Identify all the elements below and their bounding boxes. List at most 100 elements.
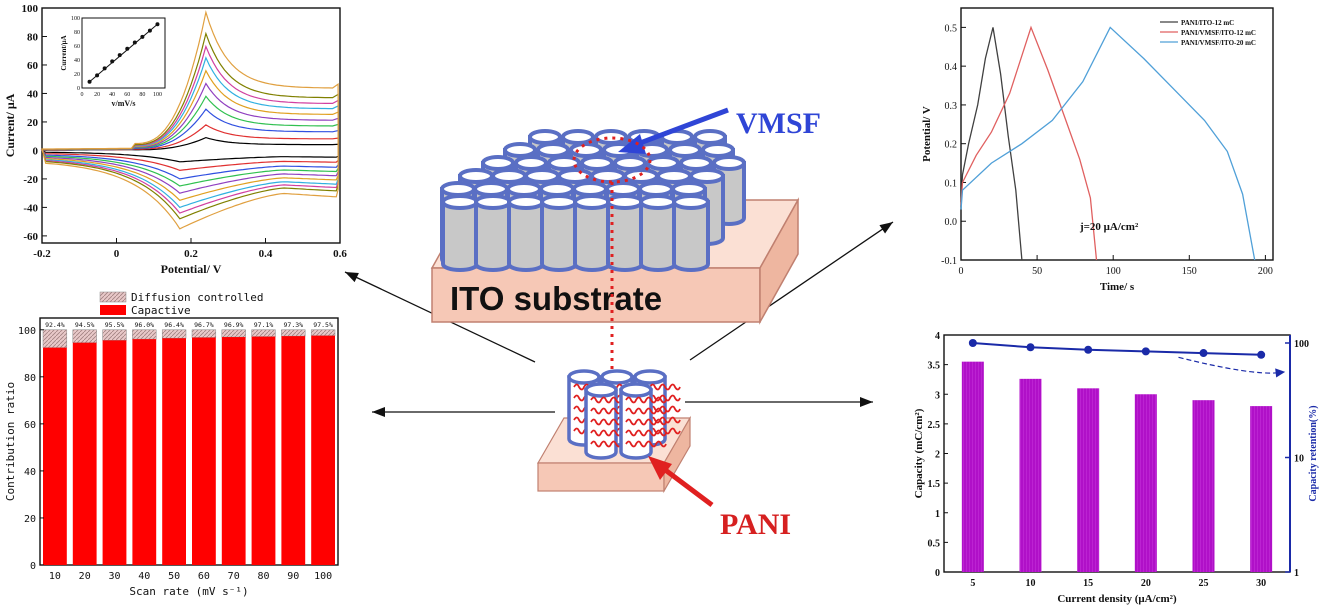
gcd-ytick-label: 0.5 xyxy=(945,23,958,34)
contrib-bar-capactive xyxy=(192,337,216,565)
gcd-xtick-label: 100 xyxy=(1106,266,1121,277)
gcd-ytick-label: 0.2 xyxy=(945,140,958,151)
cap-ytick-label: 4 xyxy=(935,331,940,342)
cap-xtick-label: 15 xyxy=(1083,578,1093,589)
contribution-chart: 92.4%1094.5%2095.5%3096.0%4096.4%5096.7%… xyxy=(4,291,339,598)
cv-ytick-label: -40 xyxy=(23,202,38,214)
cap-xlabel: Current density (μA/cm²) xyxy=(1057,593,1177,605)
substrate-side-face xyxy=(759,197,799,325)
inset-ytick-label: 80 xyxy=(74,30,80,36)
cap-bar xyxy=(1134,394,1157,572)
pani-strand xyxy=(625,418,667,426)
nanochannel-top xyxy=(441,194,479,210)
gcd-xtick-label: 150 xyxy=(1182,266,1197,277)
nanochannel-body xyxy=(507,200,545,272)
center-schematic: ITO substrate VMSF PANI xyxy=(430,107,821,541)
pani-channel-top xyxy=(619,382,653,398)
cv-xtick-label: 0.2 xyxy=(184,248,198,260)
nanochannel-top xyxy=(507,194,545,210)
contrib-ylabel: Contribution ratio xyxy=(4,382,17,501)
contrib-bar-capactive xyxy=(43,347,67,565)
inset-ylabel: Current/μA xyxy=(60,35,68,70)
cv-xtick-label: -0.2 xyxy=(33,248,51,260)
contrib-xtick-label: 50 xyxy=(168,571,180,582)
inset-ytick-label: 20 xyxy=(74,72,80,78)
pani-channel-top xyxy=(600,369,634,385)
nanochannel-top xyxy=(539,181,575,197)
nanochannel-top xyxy=(440,181,476,197)
contrib-data-label: 94.5% xyxy=(75,321,95,329)
cv-xtick-label: 0.6 xyxy=(333,248,347,260)
legend-swatch-diffusion xyxy=(99,291,127,303)
nanochannel-top xyxy=(573,194,611,210)
contrib-xtick-label: 70 xyxy=(228,571,240,582)
arrow-to-cv-head xyxy=(345,272,359,283)
nanochannel-top xyxy=(594,129,628,145)
cv-ytick-label: -20 xyxy=(23,174,38,186)
contrib-bar-capactive xyxy=(72,342,97,565)
inset-ytick-label: 100 xyxy=(71,16,80,22)
pani-strand xyxy=(625,429,667,437)
nanochannel xyxy=(474,194,512,272)
nanochannel-body xyxy=(573,200,611,272)
retention-pointer-head xyxy=(1275,368,1286,378)
gcd-series-line xyxy=(960,27,1023,261)
gcd-legend-label: PANI/VMSF/ITO-20 mC xyxy=(1181,39,1256,47)
contrib-data-label: 96.7% xyxy=(194,321,214,329)
nanochannel-top xyxy=(613,155,647,171)
inset-xtick-label: 100 xyxy=(153,92,162,98)
nanochannel xyxy=(540,194,578,272)
contrib-data-label: 97.5% xyxy=(313,321,333,329)
retention-pointer-arrow xyxy=(1178,356,1280,374)
cap-y2tick-label: 10 xyxy=(1294,454,1304,465)
arrow-to-gcd-shaft xyxy=(689,221,894,361)
contrib-data-label: 95.5% xyxy=(105,321,125,329)
cap-xtick-label: 10 xyxy=(1026,578,1036,589)
cap-bar xyxy=(1250,406,1273,572)
legend-label-diffusion: Diffusion controlled xyxy=(131,291,263,304)
nanochannel xyxy=(639,194,677,272)
contrib-frame xyxy=(39,317,339,566)
nanochannel-top xyxy=(458,168,494,184)
nanochannel-top xyxy=(646,155,680,171)
retention-point xyxy=(1141,347,1150,356)
cv-ytick-label: 20 xyxy=(27,117,39,129)
inset-xtick-label: 80 xyxy=(139,92,145,98)
nanochannel-top xyxy=(569,142,603,158)
inset-point xyxy=(132,40,137,45)
cap-y2label: Capacity retention(%) xyxy=(1308,405,1319,501)
contrib-bar-capactive xyxy=(102,340,127,565)
nanochannel-top xyxy=(679,155,713,171)
legend-swatch-capactive xyxy=(100,305,126,315)
pani-arrow-head xyxy=(648,456,672,480)
nanochannel-top xyxy=(528,129,562,145)
vmsf-arrow-shaft xyxy=(631,107,729,149)
pani-channel-top xyxy=(584,382,618,398)
cv-xtick-label: 0.4 xyxy=(259,248,273,260)
nanochannel-top xyxy=(481,155,515,171)
inset-point xyxy=(147,28,152,33)
contrib-data-label: 97.1% xyxy=(254,321,274,329)
contrib-bar-diffusion xyxy=(102,329,127,341)
retention-point xyxy=(1026,343,1035,352)
contrib-data-label: 96.9% xyxy=(224,321,244,329)
gcd-ytick-label: 0.4 xyxy=(945,62,958,73)
contrib-ytick-label: 0 xyxy=(30,561,36,572)
inset-xtick-label: 20 xyxy=(94,92,100,98)
pani-strand xyxy=(625,396,667,404)
nanochannel-top xyxy=(639,194,677,210)
inset-ytick-label: 0 xyxy=(77,86,80,92)
contrib-data-label: 92.4% xyxy=(45,321,65,329)
vmsf-pointer-arrow xyxy=(618,107,729,154)
contrib-xtick-label: 80 xyxy=(257,571,269,582)
inset-point xyxy=(110,59,115,64)
contrib-bar-capactive xyxy=(162,338,186,565)
contrib-data-label: 97.3% xyxy=(284,321,304,329)
nanochannel-top xyxy=(536,142,570,158)
nanochannel-body xyxy=(672,200,710,272)
pani-arrow-shaft xyxy=(658,464,714,507)
inset-point xyxy=(102,66,107,71)
pani-strand xyxy=(625,440,667,448)
